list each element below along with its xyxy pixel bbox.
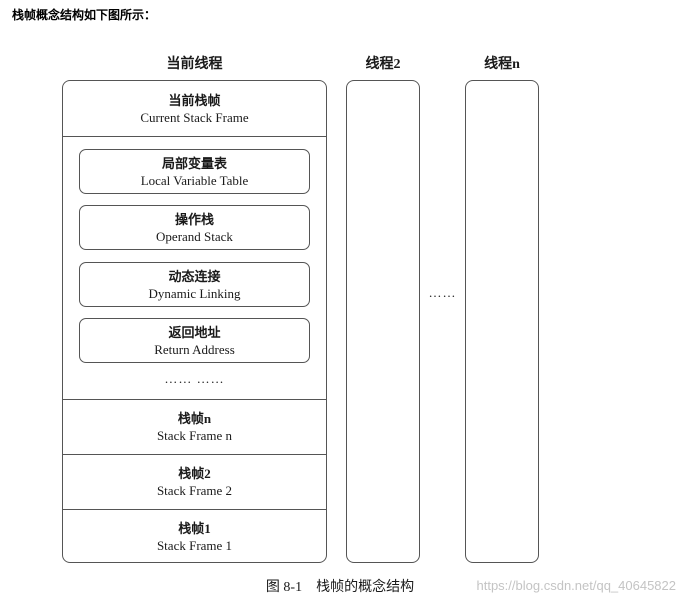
dynamic-linking-box: 动态连接 Dynamic Linking bbox=[79, 262, 310, 307]
return-address-zh: 返回地址 bbox=[168, 324, 221, 340]
stack-frame-1-zh: 栈帧1 bbox=[178, 521, 211, 536]
local-variable-table-zh: 局部变量表 bbox=[161, 155, 227, 171]
current-stack-frame: 当前栈帧 Current Stack Frame bbox=[63, 81, 326, 136]
thread2-stack bbox=[346, 80, 420, 563]
stack-frame-n-en: Stack Frame n bbox=[156, 428, 233, 443]
return-address-box: 返回地址 Return Address bbox=[79, 318, 310, 363]
dynamic-linking-zh: 动态连接 bbox=[168, 268, 221, 284]
current-thread-title: 当前线程 bbox=[166, 57, 223, 72]
operand-stack-en: Operand Stack bbox=[156, 228, 233, 244]
stack-frame-1-en: Stack Frame 1 bbox=[156, 538, 233, 553]
stack-frame-n: 栈帧n Stack Frame n bbox=[63, 399, 326, 454]
threads-ellipsis: …… bbox=[428, 285, 457, 300]
stack-frame-1: 栈帧1 Stack Frame 1 bbox=[63, 509, 326, 564]
figure-caption: 图 8-1 栈帧的概念结构 bbox=[265, 580, 415, 595]
current-frame-contents bbox=[63, 136, 326, 399]
operand-stack-zh: 操作栈 bbox=[174, 211, 214, 227]
inner-more-ellipsis: …… …… bbox=[164, 371, 225, 386]
local-variable-table-box: 局部变量表 Local Variable Table bbox=[79, 149, 310, 194]
operand-stack-box: 操作栈 Operand Stack bbox=[79, 205, 310, 250]
thread2-title: 线程2 bbox=[365, 57, 401, 72]
stack-frame-n-zh: 栈帧n bbox=[177, 411, 212, 426]
threadn-title: 线程n bbox=[484, 57, 520, 72]
current-thread-stack: 当前栈帧 Current Stack Frame 局部变量表 Local Var… bbox=[62, 80, 327, 563]
stack-frame-2: 栈帧2 Stack Frame 2 bbox=[63, 454, 326, 509]
intro-text: 栈帧概念结构如下图所示： bbox=[12, 8, 157, 22]
stack-frame-2-zh: 栈帧2 bbox=[178, 466, 211, 481]
local-variable-table-en: Local Variable Table bbox=[140, 172, 249, 188]
return-address-en: Return Address bbox=[154, 341, 235, 357]
dynamic-linking-en: Dynamic Linking bbox=[148, 285, 241, 301]
stack-frame-2-en: Stack Frame 2 bbox=[156, 483, 233, 498]
watermark: https://blog.csdn.net/qq_40645822 bbox=[476, 578, 677, 593]
current-stack-frame-zh: 当前栈帧 bbox=[168, 92, 221, 108]
threadn-stack bbox=[465, 80, 539, 563]
current-stack-frame-en: Current Stack Frame bbox=[140, 109, 249, 125]
